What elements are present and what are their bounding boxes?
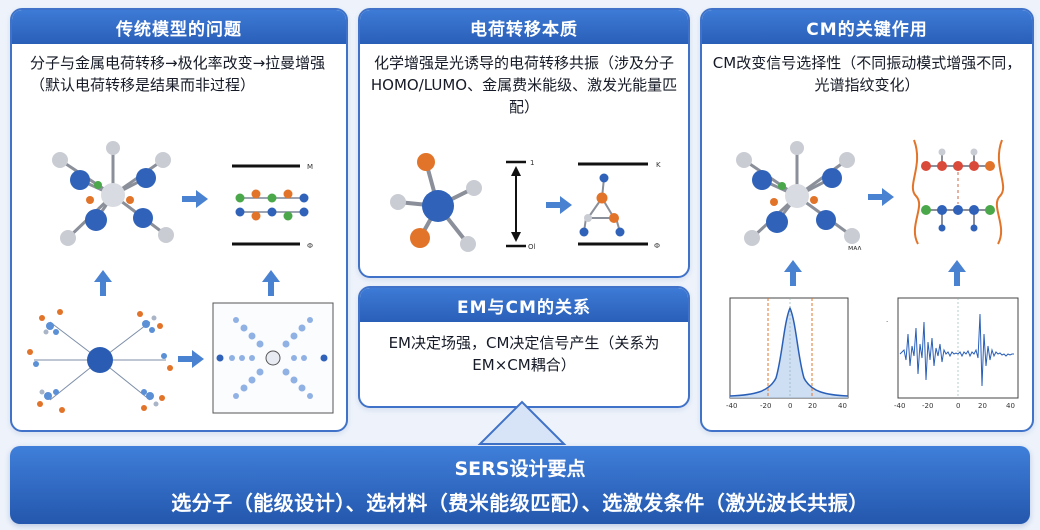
svg-text:40: 40 xyxy=(1006,402,1015,410)
em-cm-panel: EM与CM的关系 EM决定场强，CM决定信号产生（关系为EM×CM耦合） xyxy=(358,286,690,408)
svg-text:-20: -20 xyxy=(760,402,771,410)
design-points-title: SERS设计要点 xyxy=(454,458,586,480)
svg-text:M: M xyxy=(307,163,313,171)
charge-transfer-title: 电荷转移本质 xyxy=(360,10,688,44)
molecule-level-figure: K Ф xyxy=(578,161,661,250)
svg-text:-40: -40 xyxy=(894,402,905,410)
svg-text:Ol: Ol xyxy=(528,243,536,251)
cm-molecule-cluster-figure: ᴍᴀᴧ xyxy=(736,141,862,252)
arrow-up-icon xyxy=(94,270,112,296)
traditional-model-text: 分子与金属电荷转移→极化率改变→拉曼增强（默认电荷转移是结果而非过程） xyxy=(30,54,326,94)
em-cm-title: EM与CM的关系 xyxy=(360,288,688,322)
svg-text:ᴍᴀᴧ: ᴍᴀᴧ xyxy=(848,244,862,252)
svg-text:·: · xyxy=(886,318,888,326)
svg-text:0: 0 xyxy=(788,402,792,410)
charge-transfer-text: 化学增强是光诱导的电荷转移共振（涉及分子HOMO/LUMO、金属费米能级、激发光… xyxy=(370,54,678,116)
nanoparticle-network-figure xyxy=(27,309,173,413)
em-cm-text: EM决定场强，CM决定信号产生（关系为EM×CM耦合） xyxy=(388,334,660,374)
noisy-spectrum-figure: · -40 -20 0 20 40 xyxy=(886,297,1019,410)
svg-text:40: 40 xyxy=(838,402,847,410)
arrow-right-icon xyxy=(868,188,894,206)
svg-text:Ф: Ф xyxy=(307,242,313,250)
polarizability-level-figure: M Ф xyxy=(232,163,313,250)
vibration-mode-figure xyxy=(911,139,1005,245)
energy-gap-arrow-icon: 1 Ol xyxy=(506,159,536,251)
svg-text:0: 0 xyxy=(956,402,960,410)
svg-text:-20: -20 xyxy=(922,402,933,410)
svg-text:-40: -40 xyxy=(726,402,737,410)
svg-text:20: 20 xyxy=(978,402,987,410)
charge-transfer-panel: 电荷转移本质 化学增强是光诱导的电荷转移共振（涉及分子HOMO/LUMO、金属费… xyxy=(358,8,690,278)
cm-role-text: CM改变信号选择性（不同振动模式增强不同，光谱指纹变化） xyxy=(712,54,1022,94)
svg-text:1: 1 xyxy=(530,159,534,167)
arrow-up-icon xyxy=(784,260,802,286)
design-points-text: 选分子（能级设计）、选材料（费米能级匹配）、选激发条件（激光波长共振） xyxy=(171,491,869,515)
traditional-model-title: 传统模型的问题 xyxy=(12,10,346,44)
arrow-right-icon xyxy=(546,196,572,214)
arrow-up-icon xyxy=(948,260,966,286)
design-points-banner: SERS设计要点 选分子（能级设计）、选材料（费米能级匹配）、选激发条件（激光波… xyxy=(10,446,1030,524)
connector-triangle-icon xyxy=(477,400,567,445)
crossed-chain-figure xyxy=(212,302,334,414)
peak-spectrum-figure: -40 -20 0 20 40 xyxy=(726,297,849,410)
arrow-up-icon xyxy=(262,270,280,296)
svg-text:20: 20 xyxy=(808,402,817,410)
molecule-cluster-figure xyxy=(52,141,174,246)
svg-text:K: K xyxy=(656,161,661,169)
svg-text:Ф: Ф xyxy=(654,242,660,250)
arrow-right-icon xyxy=(182,190,208,208)
metal-molecule-figure xyxy=(390,153,482,252)
cm-role-title: CM的关键作用 xyxy=(702,10,1032,44)
arrow-right-icon xyxy=(178,350,204,368)
cm-role-panel: CM的关键作用 CM改变信号选择性（不同振动模式增强不同，光谱指纹变化） ᴍᴀᴧ xyxy=(700,8,1034,432)
traditional-model-panel: 传统模型的问题 分子与金属电荷转移→极化率改变→拉曼增强（默认电荷转移是结果而非… xyxy=(10,8,348,432)
